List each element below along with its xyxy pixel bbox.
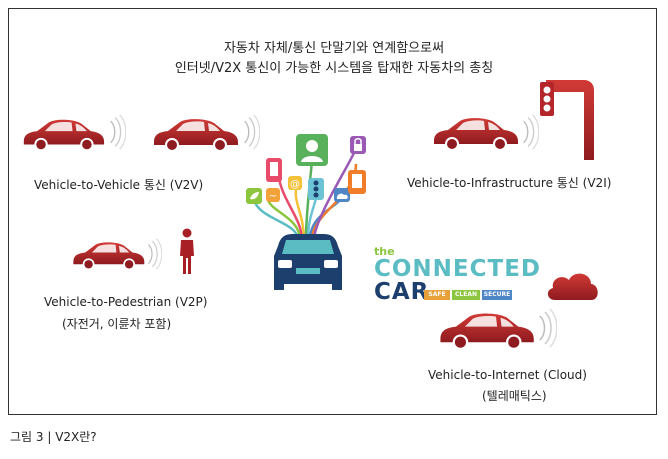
v2p-waves-icon <box>147 238 162 270</box>
svg-text:~: ~ <box>269 191 277 202</box>
v2n-waves-icon <box>539 308 557 348</box>
label-v2n-line2: (텔레매틱스) <box>482 389 547 403</box>
brand-tag-secure: SECURE <box>482 290 512 300</box>
v2n-car-icon <box>440 313 534 350</box>
v2v-waves-left-icon <box>109 114 126 150</box>
brand-the: the <box>374 245 395 258</box>
cloud-icon <box>547 273 598 300</box>
brand-tag-clean: CLEAN <box>452 290 480 300</box>
connected-car-tree: ~ @ <box>246 134 366 290</box>
diagram-frame <box>8 8 657 415</box>
brand-connected: CONNECTED <box>374 256 542 282</box>
diagram-title-line1: 자동차 자체/통신 단말기와 연계함으로써 <box>223 41 445 56</box>
label-v2n-line1: Vehicle-to-Internet (Cloud) <box>428 368 587 382</box>
label-v2i: Vehicle-to-Infrastructure 통신 (V2I) <box>407 176 612 190</box>
v2i-car-icon <box>434 118 518 151</box>
v2p-car-icon <box>73 242 145 271</box>
diagram-title-line2: 인터넷/V2X 통신이 가능한 시스템을 탑재한 자동차의 총칭 <box>174 61 494 76</box>
label-v2p-line2: (자전거, 이륜차 포함) <box>62 317 172 331</box>
svg-text:@: @ <box>290 179 300 190</box>
figure-caption: 그림 3 | V2X란? <box>10 430 97 444</box>
traffic-light-icon <box>540 80 594 160</box>
label-v2p-line1: Vehicle-to-Pedestrian (V2P) <box>44 295 208 309</box>
v2v-car-left-icon <box>23 119 105 152</box>
label-v2v: Vehicle-to-Vehicle 통신 (V2V) <box>34 178 204 192</box>
pedestrian-icon <box>180 228 194 274</box>
brand-car: CAR <box>374 279 430 305</box>
brand-tag-safe: SAFE <box>424 290 450 300</box>
v2v-car-right-icon <box>154 119 238 152</box>
